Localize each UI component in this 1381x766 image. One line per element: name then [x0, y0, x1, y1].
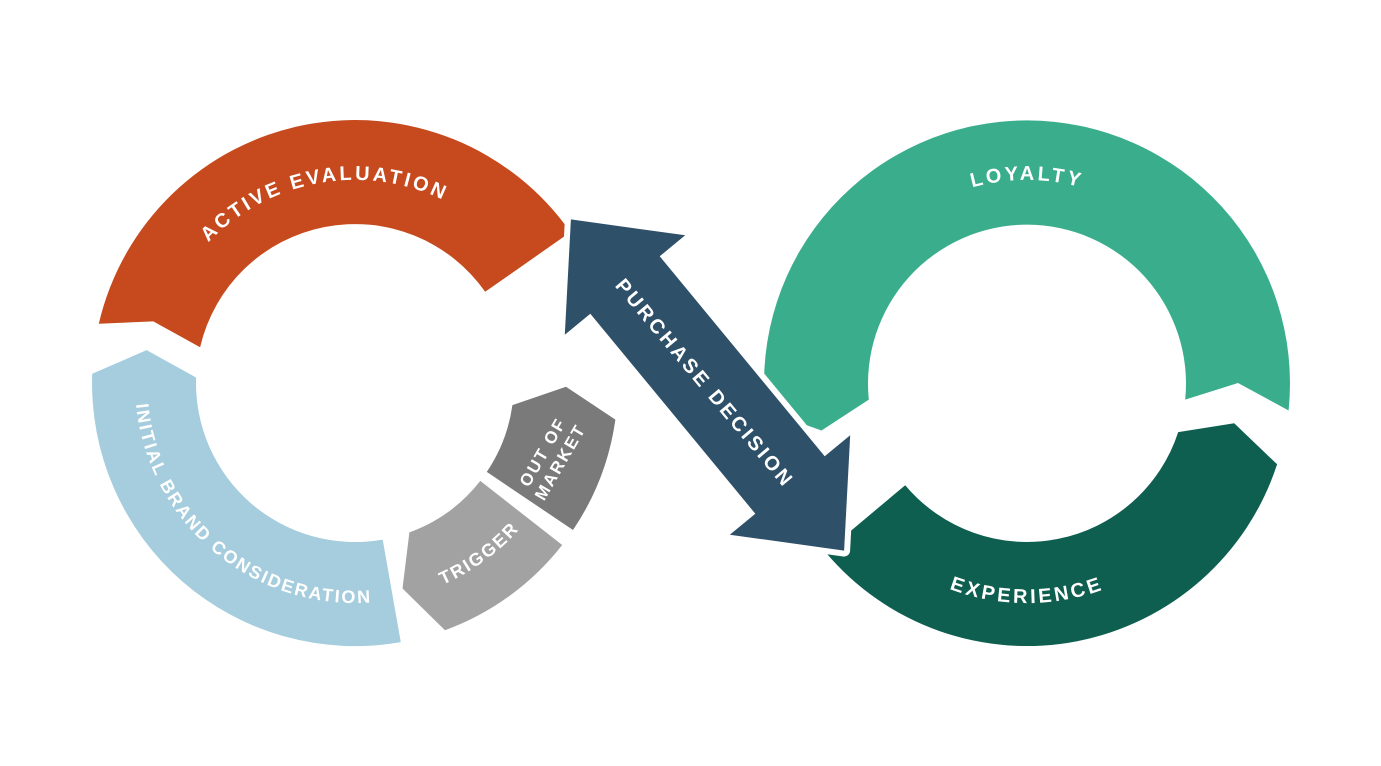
purchase-decision-arrow — [558, 213, 857, 557]
experience-segment — [825, 423, 1278, 647]
loyalty-segment — [763, 120, 1290, 431]
trigger-segment — [402, 480, 563, 631]
active-evaluation-segment — [98, 120, 571, 348]
out-of-market-segment — [486, 386, 616, 530]
initial-brand-consideration-segment — [92, 350, 401, 647]
